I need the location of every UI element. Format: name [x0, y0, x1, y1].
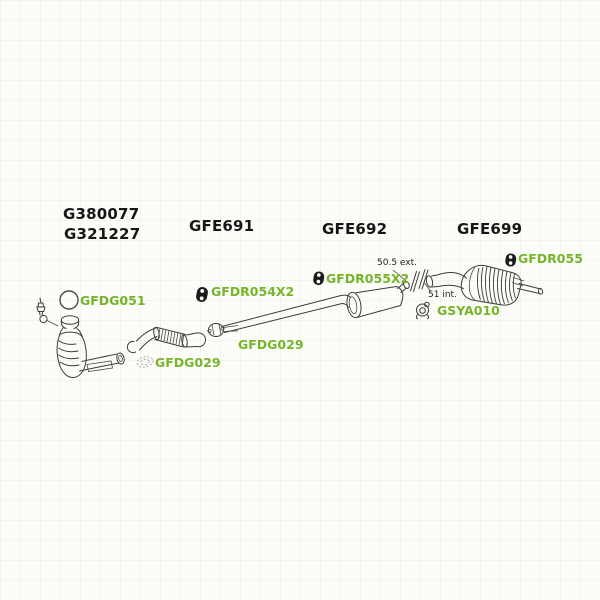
part-label-gfdr054x2: GFDR054X2	[211, 284, 295, 299]
gasket-ring-icon	[59, 290, 79, 310]
part-label-gfdr055x2: GFDR055X2	[326, 271, 410, 286]
rubber-hanger-icon	[505, 253, 517, 267]
rear-muffler-drawing	[460, 264, 525, 306]
part-label-gfdg029-mid: GFDG029	[238, 337, 304, 352]
pipe-cut-marks	[392, 269, 431, 292]
catalytic-converter-drawing	[56, 315, 87, 379]
measurement-int: 51 int.	[428, 290, 457, 300]
front-pipe-drawing	[79, 352, 125, 372]
flex-pipe-drawing	[126, 326, 207, 354]
clamp-icon	[415, 301, 430, 320]
tailpipe-drawing	[517, 283, 544, 295]
rubber-hanger-icon	[196, 286, 208, 303]
label-g380077: G380077	[63, 205, 140, 223]
mid-pipe-drawing	[221, 294, 351, 333]
label-gfe699: GFE699	[457, 220, 523, 238]
label-gfe691: GFE691	[189, 217, 255, 235]
oxygen-sensor-drawing	[36, 297, 59, 327]
measurement-ext: 50.5 ext.	[377, 258, 417, 268]
rubber-hanger-icon	[313, 271, 325, 286]
centre-muffler-drawing	[346, 281, 410, 319]
part-label-gfdg029-front: GFDG029	[155, 355, 221, 370]
part-label-gsya010: GSYA010	[437, 303, 500, 318]
rear-inlet-pipe-drawing	[425, 272, 467, 289]
gasket-oval-icon	[136, 356, 154, 368]
label-g321227: G321227	[64, 225, 141, 243]
part-label-gfdr055: GFDR055	[518, 251, 583, 266]
part-label-gfdg051: GFDG051	[80, 293, 146, 308]
label-gfe692: GFE692	[322, 220, 388, 238]
